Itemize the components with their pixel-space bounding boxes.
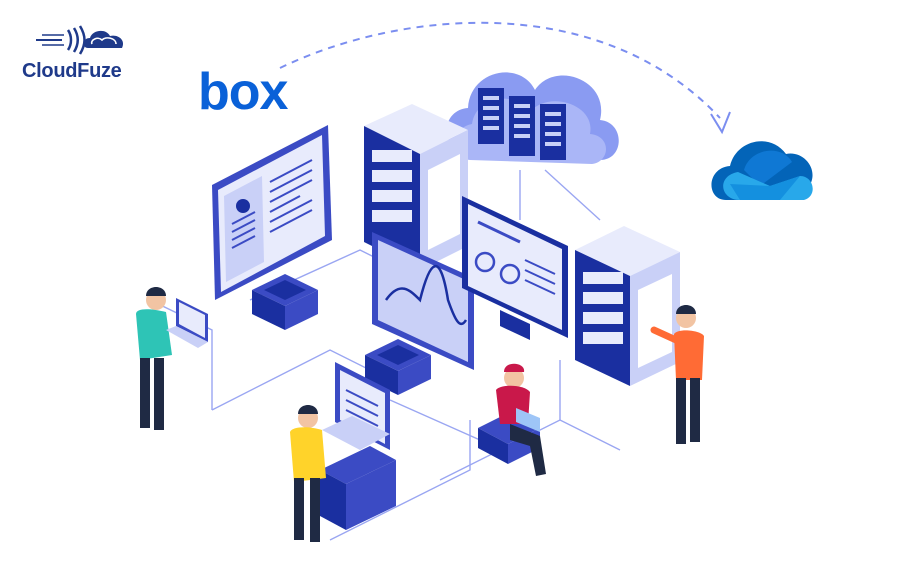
workstation-desk	[320, 362, 396, 530]
person-red	[496, 363, 546, 476]
cloudfuze-logo-icon	[36, 25, 124, 55]
cloudfuze-logo: CloudFuze	[22, 24, 162, 94]
document-panel	[212, 125, 332, 300]
person-teal	[136, 287, 208, 430]
chart-monitor	[372, 232, 474, 370]
arrow-head-icon	[710, 111, 731, 135]
onedrive-cloud-icon	[711, 141, 813, 200]
server-tower-right	[575, 226, 680, 386]
brand-name: CloudFuze	[22, 60, 122, 82]
person-yellow	[290, 405, 326, 542]
server-tower-center	[364, 104, 468, 270]
dashboard-monitor	[462, 196, 568, 340]
person-orange	[650, 305, 704, 444]
cube-node-center	[365, 339, 431, 395]
cube-node-left	[252, 274, 318, 330]
cloud-server	[446, 72, 619, 164]
box-logo: box	[198, 63, 288, 121]
migration-arrow-path	[279, 21, 721, 119]
